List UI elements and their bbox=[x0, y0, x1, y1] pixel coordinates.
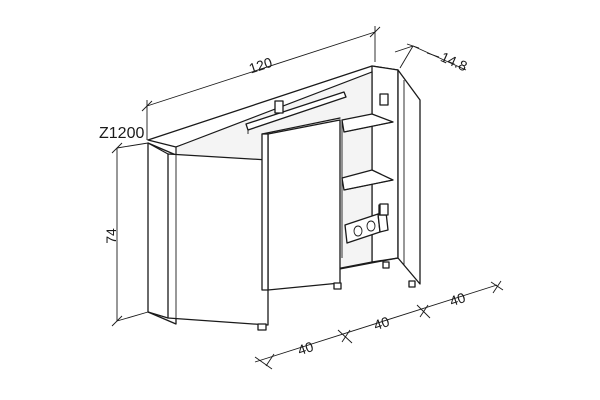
hinges bbox=[379, 93, 390, 269]
hinge-foot bbox=[382, 261, 390, 269]
height-label: 74 bbox=[103, 228, 119, 244]
left-door-foot bbox=[257, 323, 267, 331]
hinge-bottom bbox=[379, 203, 389, 216]
interior-shelves bbox=[341, 113, 394, 258]
middle-door bbox=[261, 117, 342, 291]
right-door bbox=[397, 69, 421, 288]
height-dimension: 74 bbox=[103, 142, 149, 327]
door-width-dimensions: 40 40 40 bbox=[254, 280, 504, 370]
door-right-label: 40 bbox=[448, 289, 468, 309]
left-door bbox=[147, 142, 269, 331]
width-label: 120 bbox=[247, 54, 274, 77]
width-dimension: 120 bbox=[141, 26, 381, 140]
depth-dimension: 14.8 bbox=[394, 43, 470, 75]
depth-label: 14.8 bbox=[438, 49, 470, 75]
door-left-label: 40 bbox=[296, 338, 316, 358]
middle-door-foot bbox=[333, 282, 342, 290]
door-middle-label: 40 bbox=[372, 313, 392, 333]
model-label: Z1200 bbox=[99, 125, 144, 142]
led-light-bar bbox=[245, 91, 347, 134]
right-door-foot bbox=[408, 280, 416, 288]
light-mount bbox=[274, 100, 284, 114]
hinge-top bbox=[379, 93, 389, 106]
